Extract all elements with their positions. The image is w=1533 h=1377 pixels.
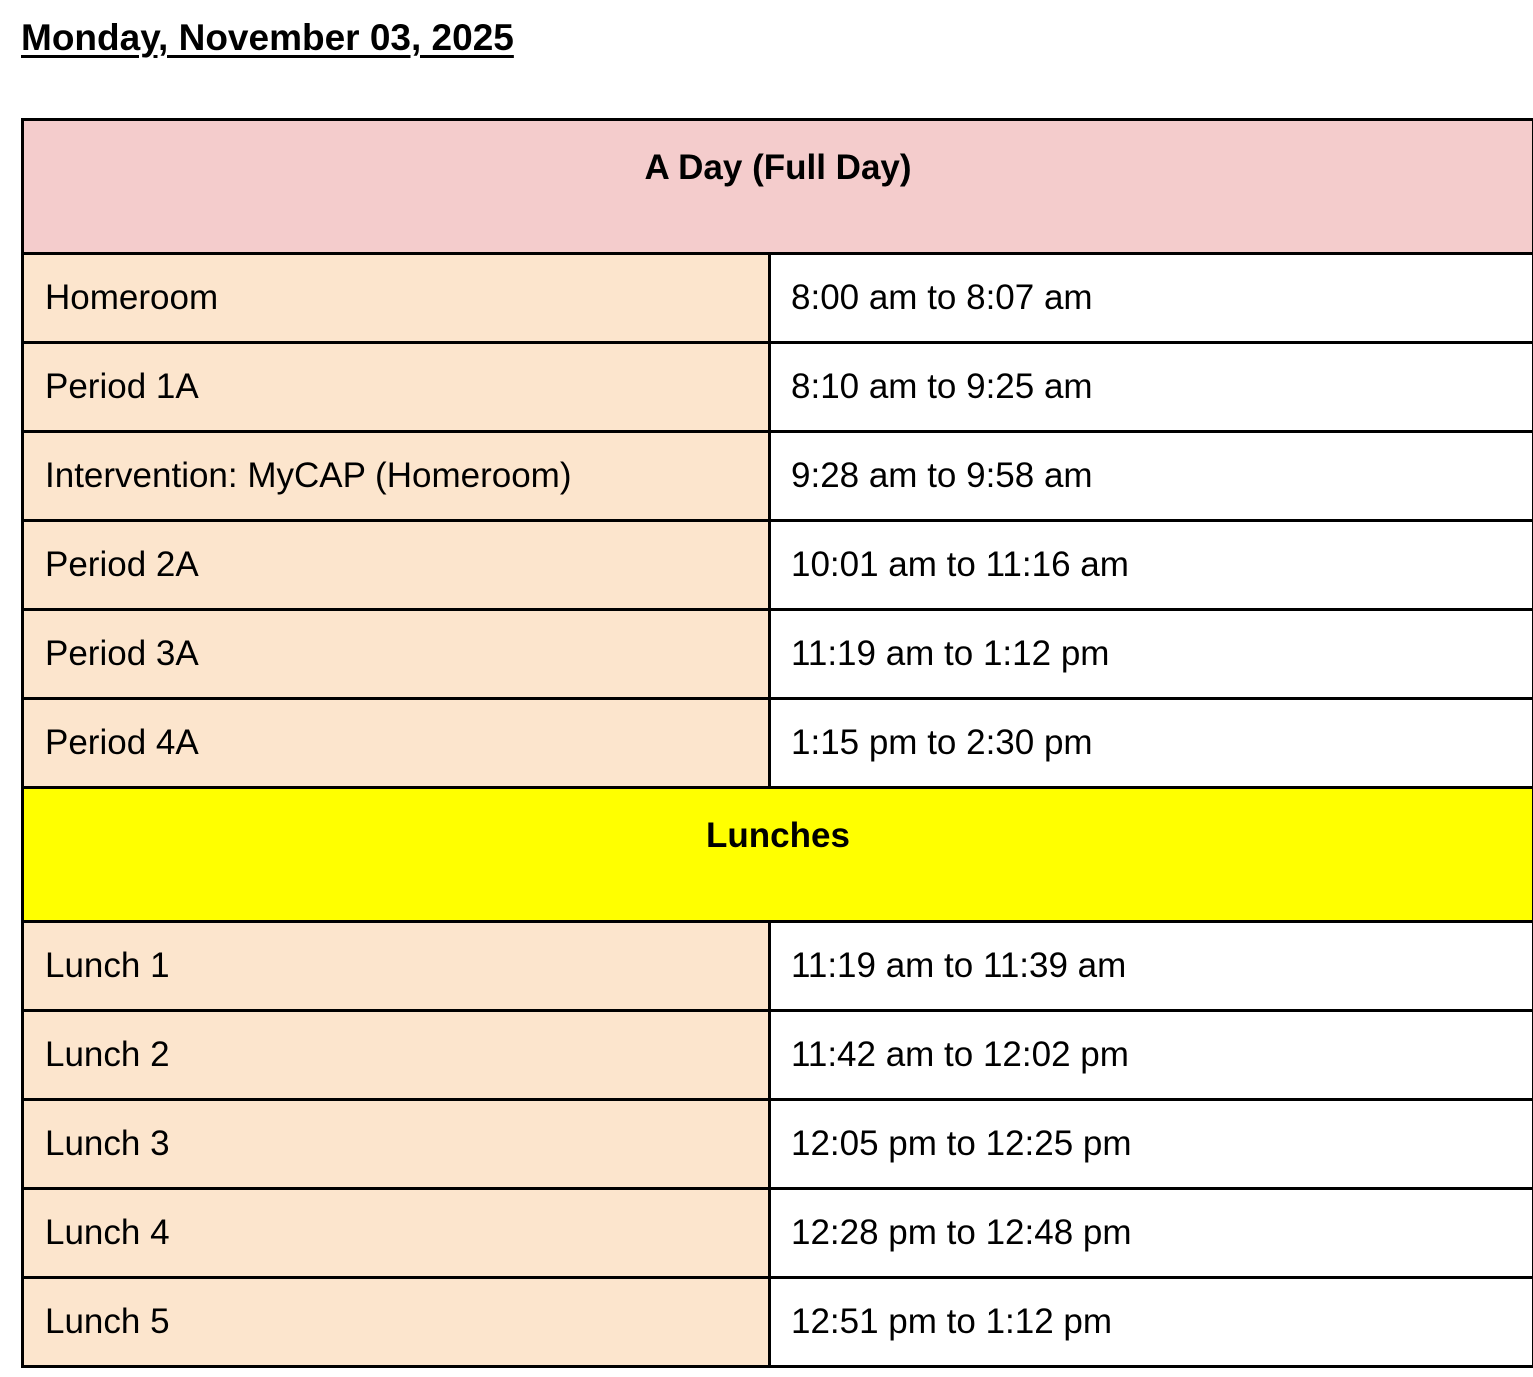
lunch-name: Lunch 5: [21, 1276, 771, 1368]
period-name: Intervention: MyCAP (Homeroom): [21, 430, 771, 522]
period-name: Period 1A: [21, 341, 771, 433]
lunch-time: 11:19 am to 11:39 am: [768, 920, 1533, 1012]
table-row-lunch-1: Lunch 1 11:19 am to 11:39 am: [21, 920, 1533, 1012]
lunch-time: 12:28 pm to 12:48 pm: [768, 1187, 1533, 1279]
period-time: 1:15 pm to 2:30 pm: [768, 697, 1533, 789]
table-row-lunch-3: Lunch 3 12:05 pm to 12:25 pm: [21, 1098, 1533, 1190]
lunch-time: 11:42 am to 12:02 pm: [768, 1009, 1533, 1101]
lunch-name: Lunch 2: [21, 1009, 771, 1101]
period-name: Period 4A: [21, 697, 771, 789]
period-time: 8:00 am to 8:07 am: [768, 252, 1533, 344]
period-time: 11:19 am to 1:12 pm: [768, 608, 1533, 700]
table-row-period-3a: Period 3A 11:19 am to 1:12 pm: [21, 608, 1533, 700]
lunches-header-row: Lunches: [21, 786, 1533, 923]
period-name: Period 2A: [21, 519, 771, 611]
lunches-header-cell: Lunches: [21, 786, 1533, 923]
table-row-period-4a: Period 4A 1:15 pm to 2:30 pm: [21, 697, 1533, 789]
period-time: 10:01 am to 11:16 am: [768, 519, 1533, 611]
lunch-name: Lunch 1: [21, 920, 771, 1012]
lunch-time: 12:51 pm to 1:12 pm: [768, 1276, 1533, 1368]
a-day-header-row: A Day (Full Day): [21, 118, 1533, 255]
lunch-time: 12:05 pm to 12:25 pm: [768, 1098, 1533, 1190]
table-row-intervention: Intervention: MyCAP (Homeroom) 9:28 am t…: [21, 430, 1533, 522]
period-name: Period 3A: [21, 608, 771, 700]
table-row-period-2a: Period 2A 10:01 am to 11:16 am: [21, 519, 1533, 611]
schedule-table: A Day (Full Day) Homeroom 8:00 am to 8:0…: [21, 118, 1533, 1368]
period-name: Homeroom: [21, 252, 771, 344]
lunches-header: Lunches: [706, 816, 850, 855]
page-title: Monday, November 03, 2025: [21, 17, 514, 58]
period-time: 8:10 am to 9:25 am: [768, 341, 1533, 433]
table-row-period-1a: Period 1A 8:10 am to 9:25 am: [21, 341, 1533, 433]
a-day-header: A Day (Full Day): [644, 148, 912, 187]
table-row-lunch-5: Lunch 5 12:51 pm to 1:12 pm: [21, 1276, 1533, 1368]
lunch-name: Lunch 4: [21, 1187, 771, 1279]
a-day-header-cell: A Day (Full Day): [21, 118, 1533, 255]
table-row-homeroom: Homeroom 8:00 am to 8:07 am: [21, 252, 1533, 344]
table-row-lunch-2: Lunch 2 11:42 am to 12:02 pm: [21, 1009, 1533, 1101]
table-row-lunch-4: Lunch 4 12:28 pm to 12:48 pm: [21, 1187, 1533, 1279]
lunch-name: Lunch 3: [21, 1098, 771, 1190]
period-time: 9:28 am to 9:58 am: [768, 430, 1533, 522]
